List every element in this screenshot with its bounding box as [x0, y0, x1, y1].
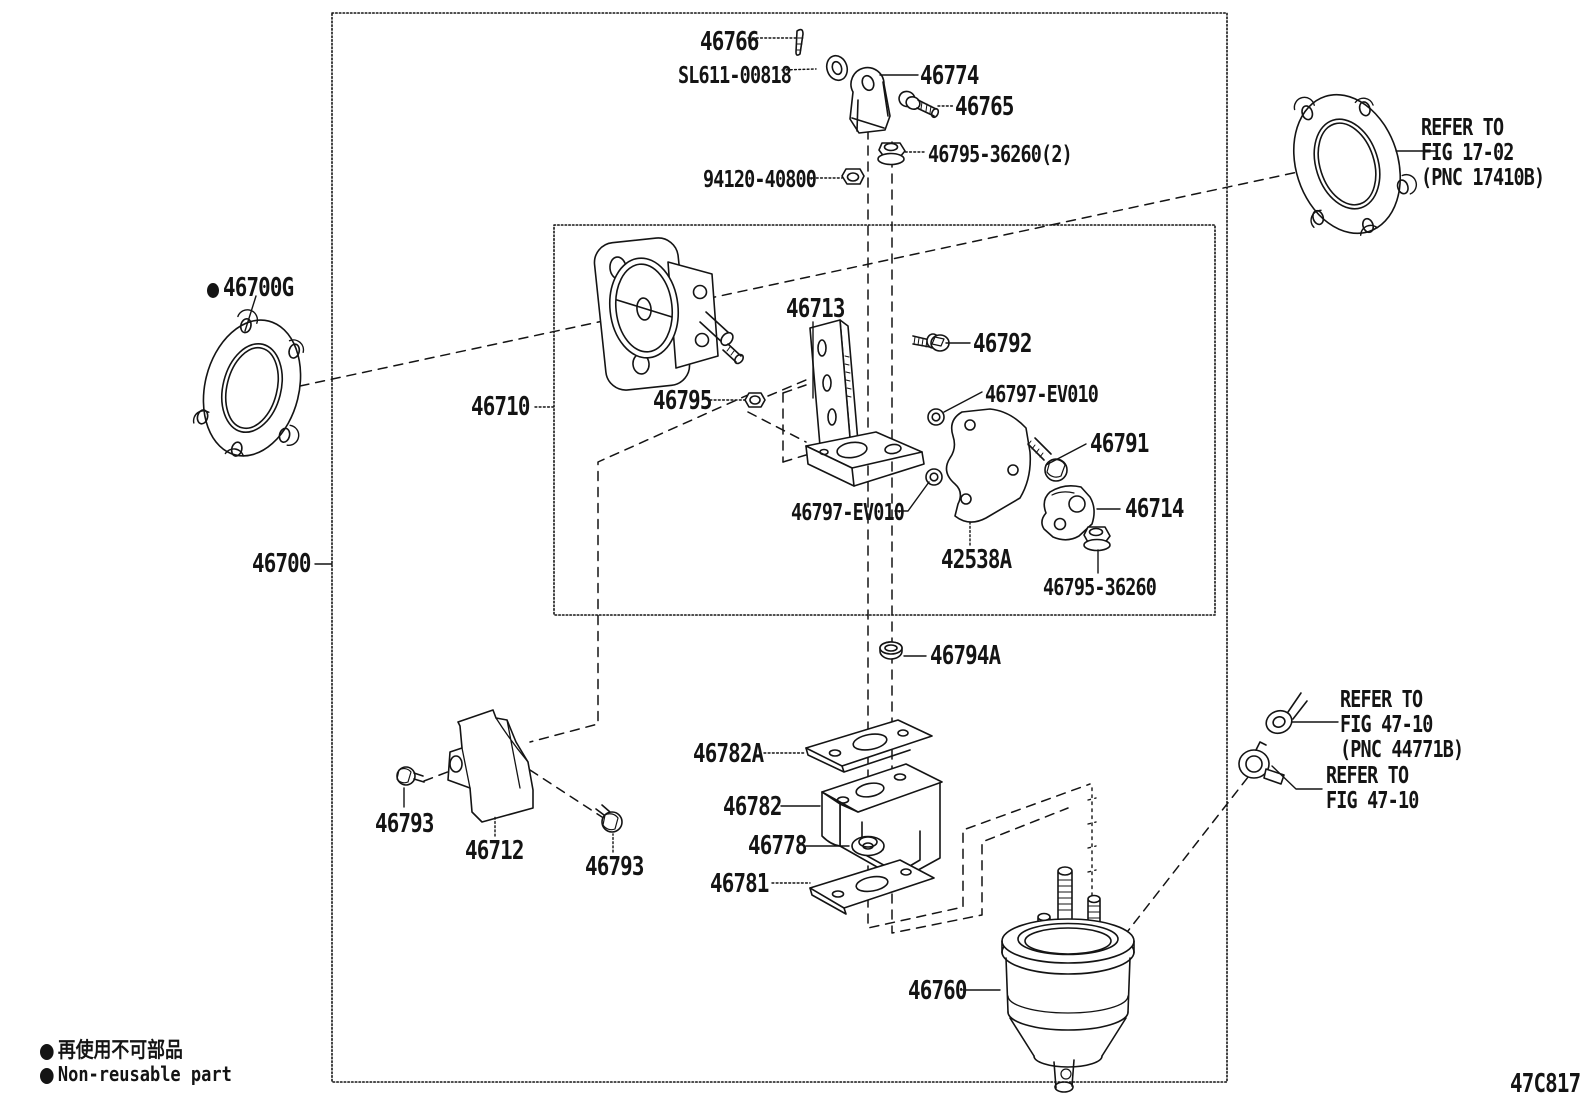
part-label-46714: 46714	[1125, 494, 1184, 524]
part-label-94120-40800: 94120-40800	[703, 167, 817, 193]
bolt-46792	[912, 333, 950, 352]
part-label-46712: 46712	[465, 836, 524, 866]
reference-note-line: (PNC 44771B)	[1340, 737, 1464, 763]
part-label-46795-36260: 46795-36260	[1043, 575, 1157, 601]
part-label-46797-EV010: 46797-EV010	[985, 382, 1099, 408]
bracket-46714-drawing	[1041, 485, 1095, 541]
throttle-body-drawing	[593, 237, 744, 391]
bracket-46774	[849, 66, 891, 134]
fuel-filter-46760-drawing	[1001, 866, 1135, 1093]
inner-box	[553, 224, 1216, 616]
bolt-46791	[1027, 437, 1068, 482]
part-label-42538A: 42538A	[941, 545, 1012, 575]
cover-46712-drawing	[447, 709, 534, 823]
reference-note-line: REFER TO	[1421, 115, 1504, 141]
part-label-46795: 46795	[653, 386, 712, 416]
drawing-code: 47C817	[1510, 1069, 1581, 1099]
outer-frame	[331, 12, 1228, 1083]
part-label-46760: 46760	[908, 976, 967, 1006]
bolt-46793-right	[595, 804, 623, 833]
leader-lines-solid	[244, 74, 1437, 991]
washer-sl611	[825, 54, 849, 82]
part-label-46795-36260(2): 46795-36260(2)	[928, 142, 1073, 168]
plate-46782a-drawing	[805, 719, 933, 773]
o-ring-46797-bottom	[925, 468, 943, 486]
flanged-nut-46795-36260-bottom	[1083, 526, 1111, 552]
assembly-dashed-lines	[299, 129, 1299, 937]
non-reusable-dot-icon	[207, 283, 219, 298]
legend-ja-text: 再使用不可部品	[57, 1038, 183, 1062]
grommet-46778	[851, 835, 885, 857]
gasket-right-drawing	[1292, 93, 1417, 236]
gasket-left-drawing	[192, 309, 305, 457]
legend-row-ja: 再使用不可部品	[40, 1034, 183, 1064]
part-label-46700: 46700	[252, 549, 311, 579]
reference-note-line: FIG 17-02	[1421, 140, 1514, 166]
reference-note-line: FIG 47-10	[1326, 788, 1419, 814]
part-label-46766: 46766	[700, 27, 759, 57]
nut-94120-40800	[841, 168, 865, 185]
part-label-46782: 46782	[723, 792, 782, 822]
clamp-drawing	[1238, 741, 1285, 785]
part-label-46713: 46713	[786, 294, 845, 324]
nut-46795	[744, 392, 766, 408]
part-label-46793: 46793	[375, 809, 434, 839]
grommet-46794a	[879, 641, 903, 660]
part-label-46700G: 46700G	[207, 274, 294, 302]
part-label-46797-EV010: 46797-EV010	[791, 500, 905, 526]
part-label-46782A: 46782A	[693, 739, 764, 769]
reference-note-line: FIG 47-10	[1340, 712, 1433, 738]
part-label-46765: 46765	[955, 92, 1014, 122]
clip-44771b-drawing	[1265, 692, 1308, 735]
part-label-46794A: 46794A	[930, 641, 1001, 671]
legend-en-text: Non-reusable part	[57, 1062, 232, 1086]
part-label-46710: 46710	[471, 392, 530, 422]
part-label-46791: 46791	[1090, 429, 1149, 459]
reference-note-line: REFER TO	[1340, 687, 1423, 713]
bolt-46793-left	[396, 766, 425, 786]
non-reusable-dot-icon	[40, 1044, 54, 1060]
pin-46766	[795, 28, 804, 56]
non-reusable-dot-icon	[40, 1068, 54, 1084]
reference-note-line: REFER TO	[1326, 763, 1409, 789]
part-label-46793: 46793	[585, 852, 644, 882]
reference-note-line: (PNC 17410B)	[1421, 165, 1545, 191]
legend-row-en: Non-reusable part	[40, 1062, 232, 1086]
bracket-46713-drawing	[805, 319, 925, 487]
leader-lines-dotted	[494, 37, 971, 884]
bolt-46765	[898, 90, 940, 119]
part-label-46778: 46778	[748, 831, 807, 861]
stud-axis-line	[1087, 787, 1097, 903]
part-label-SL611-00818: SL611-00818	[678, 63, 792, 89]
part-label-46792: 46792	[973, 329, 1032, 359]
part-label-46774: 46774	[920, 61, 979, 91]
flanged-nut-46795-36260-top	[877, 142, 906, 166]
plate-46781-drawing	[809, 859, 935, 915]
part-label-46781: 46781	[710, 869, 769, 899]
o-ring-46797-top	[927, 408, 945, 426]
plate-42538a-drawing	[945, 408, 1032, 523]
